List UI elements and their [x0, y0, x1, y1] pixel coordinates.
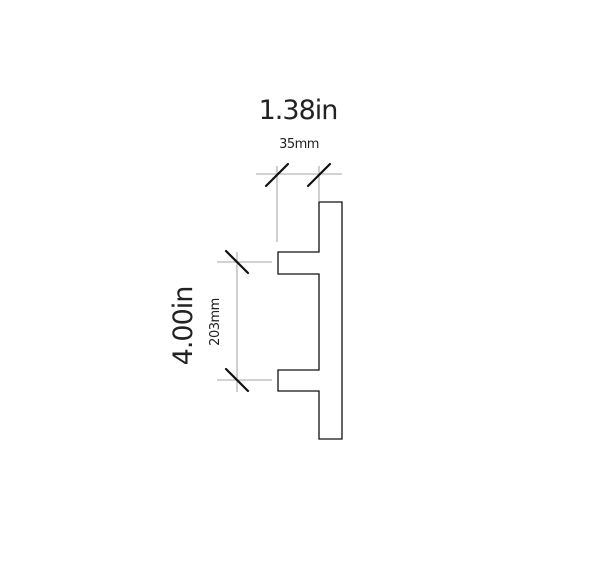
- center-tick-top: [224, 249, 250, 275]
- depth-tick-left: [264, 162, 290, 188]
- center-tick-bottom: [224, 367, 250, 393]
- depth-metric-label: 35mm: [279, 137, 319, 152]
- center-imperial-label: 4.00in: [168, 287, 199, 366]
- bar-pull-profile: [277, 201, 343, 440]
- depth-tick-right: [306, 162, 332, 188]
- center-metric-label: 203mm: [208, 298, 223, 346]
- depth-imperial-label: 1.38in: [259, 95, 338, 126]
